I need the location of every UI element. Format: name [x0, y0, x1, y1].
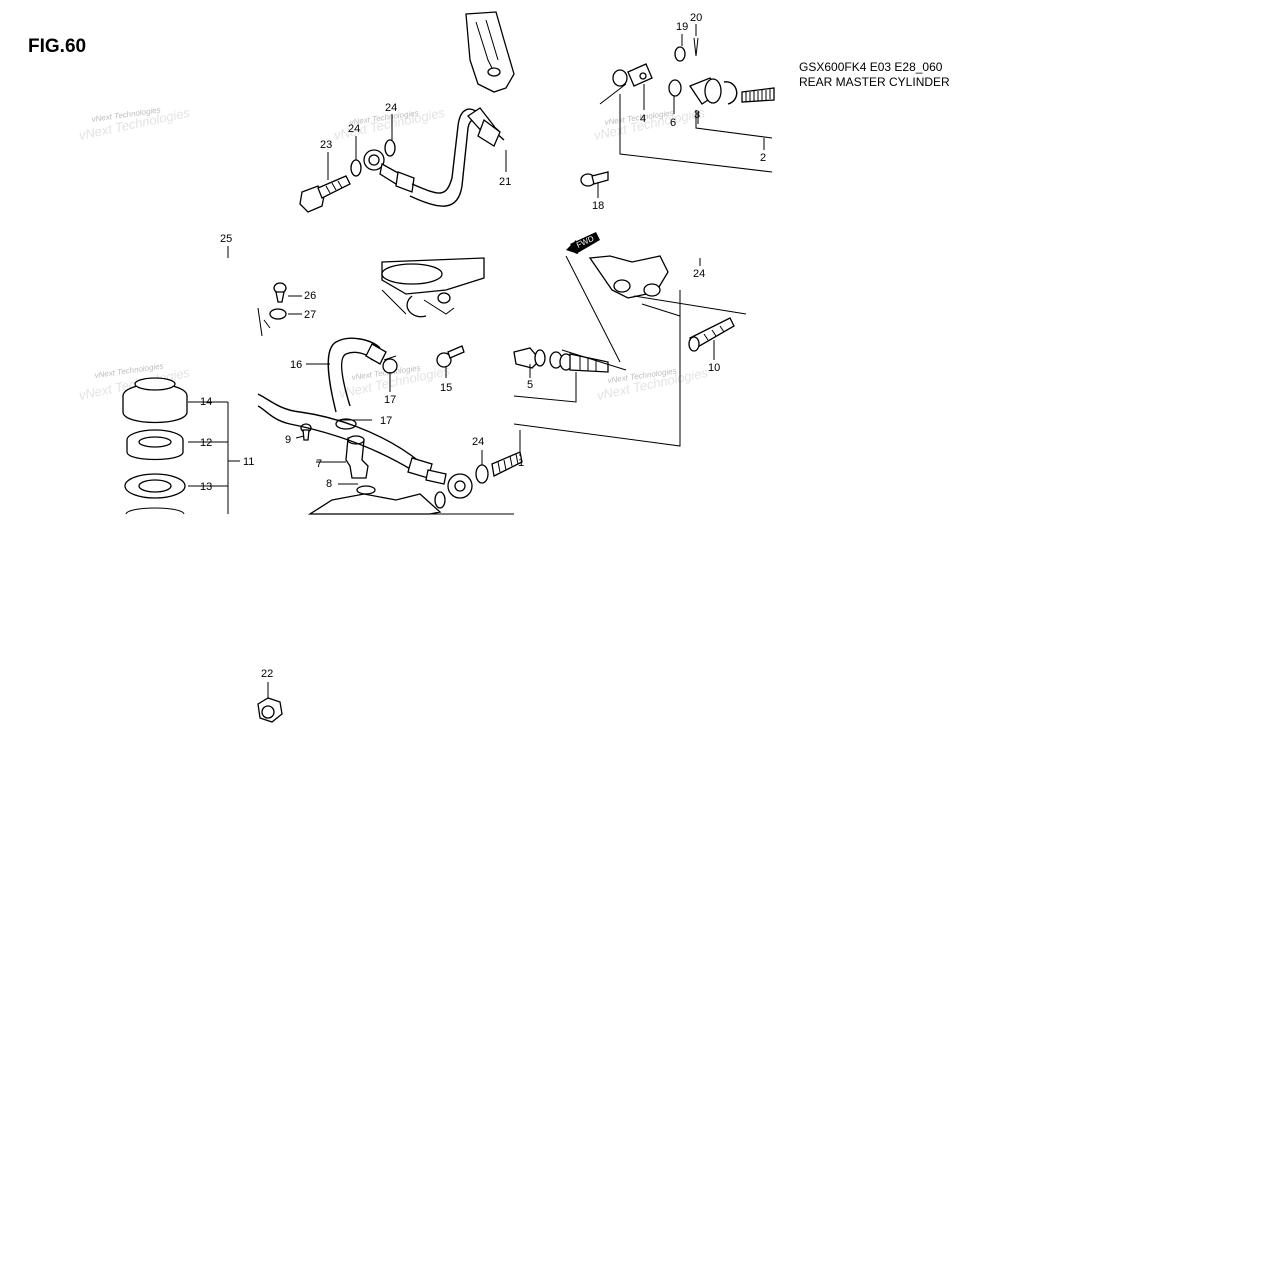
callout-14: 14: [200, 396, 212, 408]
callout-8: 8: [326, 478, 332, 490]
washer-27: [269, 308, 287, 320]
callout-3: 3: [694, 109, 700, 121]
callout-6: 6: [670, 117, 676, 129]
clip-17: [382, 355, 398, 374]
pedal-bracket: [465, 11, 515, 93]
leader-lines: [188, 24, 765, 698]
cap-14: [122, 377, 188, 424]
callout-20: 20: [690, 12, 702, 24]
washer-24: [475, 464, 489, 484]
nut-22: [257, 697, 283, 723]
banjo-1: [447, 473, 473, 499]
bolt-1: [491, 451, 523, 477]
boot-3: [689, 77, 722, 105]
bracket-line: [619, 94, 773, 173]
callout-22: 22: [261, 668, 273, 680]
callout-13: 13: [200, 481, 212, 493]
callout-10: 10: [708, 362, 720, 374]
callout-24: 24: [348, 123, 360, 135]
master-cylinder-lower: [307, 491, 514, 515]
callout-11: 11: [243, 456, 254, 468]
callout-16: 16: [290, 359, 302, 371]
callout-7: 7: [316, 458, 322, 470]
callout-27: 27: [304, 309, 316, 321]
reservoir-body: [381, 257, 485, 318]
bolt-10: [688, 317, 735, 352]
callout-17: 17: [384, 394, 396, 406]
reservoir-tank: [125, 507, 185, 515]
nut-6: [668, 79, 682, 97]
oring-8: [356, 485, 376, 495]
callouts: 1 2 3 4 5 6 7 8 9 10 11 12 13 14 15 16 1…: [200, 12, 766, 680]
connector-7: [345, 435, 369, 479]
screw-26: [273, 282, 287, 303]
bracket-line: [513, 372, 577, 403]
callout-1: 1: [518, 457, 524, 469]
pushrod-2: [741, 87, 775, 103]
callout-12: 12: [200, 437, 212, 449]
callout-17: 17: [380, 415, 392, 427]
fwd-arrow-icon: FWD: [566, 232, 600, 254]
callout-24: 24: [472, 436, 484, 448]
washer-19: [674, 46, 686, 62]
diaphragm-12: [126, 429, 184, 461]
callout-2: 2: [760, 152, 766, 164]
callout-18: 18: [592, 200, 604, 212]
plate-13: [124, 473, 186, 499]
master-cylinder-body: [588, 255, 747, 317]
washer-24: [384, 139, 396, 157]
reservoir-bracket: [257, 307, 271, 337]
hose-fitting: [477, 118, 501, 147]
bracket-line: [513, 290, 681, 447]
callout-4: 4: [640, 113, 646, 125]
callout-9: 9: [285, 434, 291, 446]
diagram-title: REAR MASTER CYLINDER: [799, 75, 950, 89]
callout-23: 23: [320, 139, 332, 151]
figure-label: FIG.60: [28, 36, 87, 57]
bracket-line: [565, 255, 621, 363]
washer-24: [350, 159, 362, 177]
bracket-line: [188, 401, 229, 514]
callout-21: 21: [499, 176, 511, 188]
callout-25: 25: [220, 233, 232, 245]
callout-15: 15: [440, 382, 452, 394]
callout-24: 24: [385, 102, 397, 114]
model-code: GSX600FK4 E03 E28_060: [799, 60, 943, 74]
callout-5: 5: [527, 379, 533, 391]
callout-26: 26: [304, 290, 316, 302]
pin-18: [580, 171, 609, 187]
bolt-15: [436, 345, 465, 368]
bolt-23: [299, 175, 351, 213]
bracket-line: [695, 110, 773, 139]
model-info: GSX600FK4 E03 E28_060 REAR MASTER CYLIND…: [799, 60, 950, 90]
reservoir-hose: [257, 393, 421, 471]
circlip: [723, 81, 738, 105]
callout-19: 19: [676, 21, 688, 33]
pin-20: [693, 37, 699, 57]
callout-24: 24: [693, 268, 705, 280]
banjo-fitting: [363, 149, 415, 193]
switch-5: [513, 347, 546, 369]
clevis-4: [612, 63, 653, 87]
piston-assembly: [549, 349, 627, 373]
bracket-line: [599, 83, 627, 105]
